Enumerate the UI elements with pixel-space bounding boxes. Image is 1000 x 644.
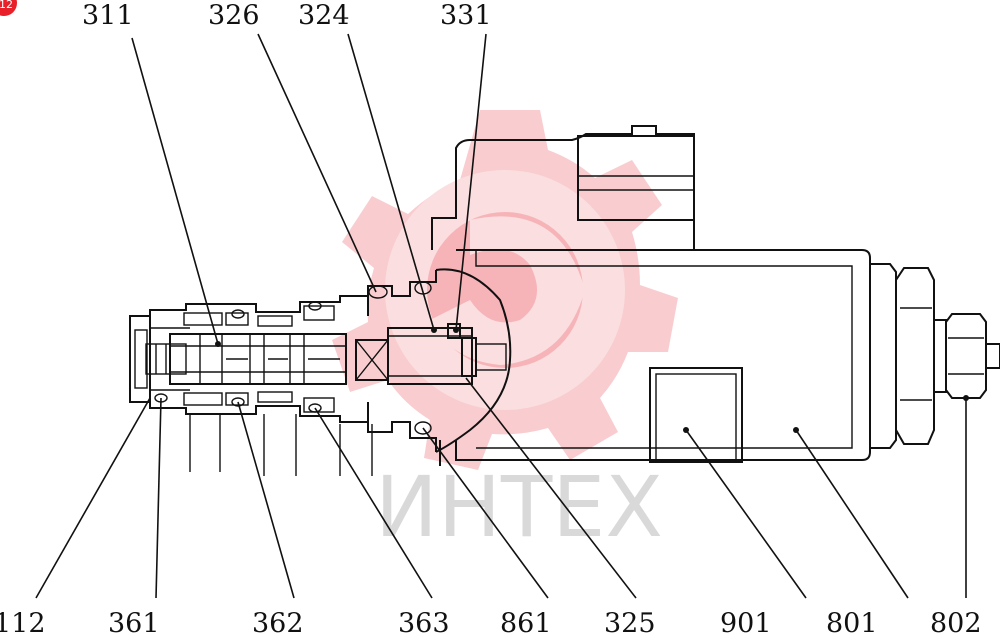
label-326: 326	[208, 0, 260, 31]
leader-dots	[215, 327, 969, 433]
label-801: 801	[826, 608, 878, 639]
corner-badge: 12	[0, 0, 17, 16]
adaptor	[367, 268, 512, 453]
label-331: 331	[440, 0, 492, 31]
solenoid-housing	[431, 125, 871, 466]
label-901: 901	[720, 608, 772, 639]
port-lines	[189, 414, 373, 476]
label-802: 802	[930, 608, 982, 639]
valve-drawing	[35, 33, 1000, 599]
label-361: 361	[108, 608, 160, 639]
watermark-gear-icon	[332, 110, 678, 470]
label-363: 363	[398, 608, 450, 639]
label-112: 112	[0, 608, 46, 639]
callout-labels: 311 326 324 331 112 361 362 363 861 325 …	[0, 0, 982, 639]
label-362: 362	[252, 608, 304, 639]
label-325: 325	[604, 608, 656, 639]
valve-sleeve	[149, 295, 389, 423]
end-cap	[129, 315, 190, 403]
watermark-text: ИНТЕХ	[375, 458, 663, 556]
label-324: 324	[298, 0, 350, 31]
label-311: 311	[82, 0, 134, 31]
svg-text:12: 12	[0, 0, 13, 11]
coil-end-nut	[870, 263, 1000, 449]
label-861: 861	[500, 608, 552, 639]
leader-lines	[35, 33, 967, 599]
